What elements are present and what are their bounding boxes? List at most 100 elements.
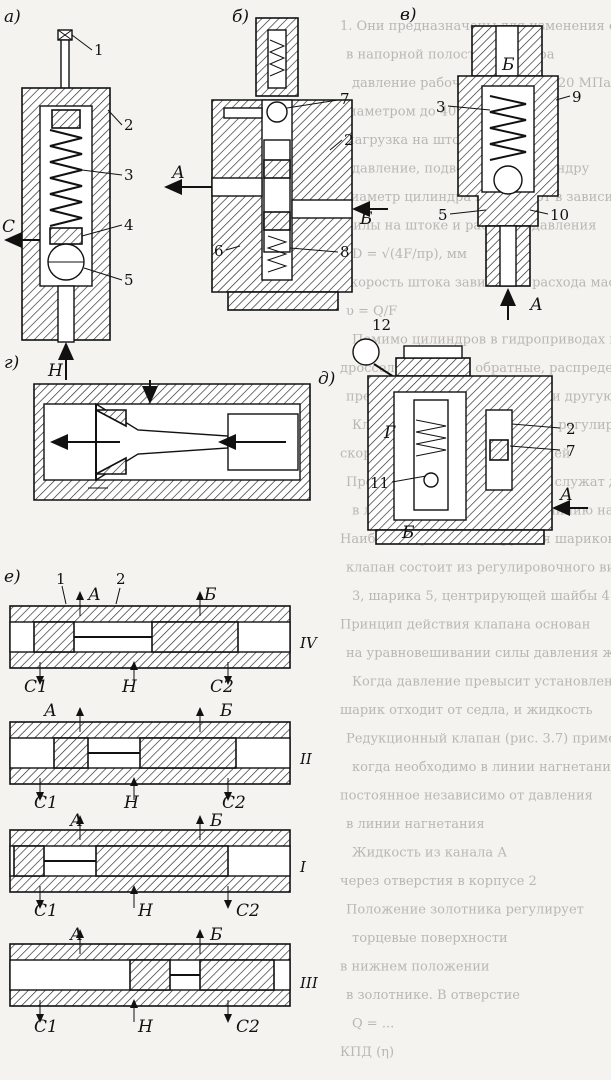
background-text-line: D = √(4F/πp), мм [352, 247, 467, 262]
port-flow-arrows [36, 591, 232, 1023]
callout-a-2: 2 [124, 116, 134, 134]
background-text-line: клапан состоит из регулировочного винта … [346, 561, 611, 576]
callout-v-9: 9 [572, 88, 582, 106]
spool-row-iii: А Б C1 H C2 III [9, 925, 319, 1037]
background-text-line: когда необходимо в линии нагнетания подд… [352, 760, 611, 775]
port-a-label-d: А [559, 485, 573, 505]
callout-a-4: 4 [124, 216, 134, 234]
callout-v-3: 3 [436, 98, 446, 116]
callout-d-11: 11 [370, 474, 389, 492]
row-i-port-c2: C2 [236, 901, 260, 921]
spool-row-iv: А Б C1 H C2 IV [9, 585, 319, 697]
background-text-line: шарик отходит от седла, и жидкость [340, 703, 593, 718]
callout-b-6: 6 [214, 242, 224, 260]
row-ii-port-c1: C1 [34, 793, 58, 813]
spring-icon [266, 235, 288, 273]
row-ii-port-c2: C2 [222, 793, 246, 813]
row-i-position: I [299, 858, 307, 876]
row-iii-port-a: А [69, 925, 83, 945]
figure-a-safety-valve: а) C H 1 2 3 4 5 [2, 7, 134, 381]
port-b-label: Б [359, 209, 373, 229]
port-h-label: H [47, 361, 64, 381]
row-iv-port-c1: C1 [24, 677, 48, 697]
callout-b-2: 2 [344, 131, 354, 149]
background-text-line: Q = ... [352, 1017, 394, 1032]
callout-a-3: 3 [124, 166, 134, 184]
row-ii-port-b: Б [219, 701, 233, 721]
background-text-line: в золотнике. В отверстие [346, 988, 520, 1003]
callout-d-2: 2 [566, 420, 576, 438]
background-text-line: Когда давление превысит установленное [352, 675, 611, 690]
callout-b-7: 7 [340, 90, 350, 108]
callout-d-7: 7 [566, 442, 576, 460]
callout-a-1: 1 [94, 41, 104, 59]
background-text-line: КПД (η) [340, 1045, 394, 1060]
figure-g-throttle: г) [4, 353, 311, 501]
figure-a-caption: а) [4, 7, 21, 27]
port-b-label-v: Б [501, 55, 515, 75]
row-iv-port-h: H [121, 677, 138, 697]
callout-d-12: 12 [372, 316, 391, 334]
row-iii-port-c1: C1 [34, 1017, 58, 1037]
row-ii-position: II [299, 750, 313, 768]
row-iv-position: IV [299, 634, 319, 652]
background-text-line: через отверстия в корпусе 2 [340, 874, 537, 889]
row-iii-port-c2: C2 [236, 1017, 260, 1037]
row-ii-port-h: H [123, 793, 140, 813]
figure-d-directional-valve: д) 12 Г А Б 2 7 11 [318, 316, 588, 545]
callout-b-8: 8 [340, 243, 350, 261]
background-text-line: Редукционный клапан (рис. 3.7) применяют [346, 732, 611, 747]
row-i-port-b: Б [209, 811, 223, 831]
figure-e-spool-positions: е) 1 2 А Б C1 H C2 IV А Б C1 [4, 567, 319, 1037]
port-a-label-v: А [529, 295, 543, 315]
row-iii-position: III [299, 974, 319, 992]
row-ii-port-a: А [43, 701, 57, 721]
background-text-line: постоянное независимо от давления [340, 789, 593, 804]
port-g-label: Г [383, 423, 396, 443]
background-text-line: Жидкость из канала А [352, 846, 507, 861]
background-text-line: в линии нагнетания [346, 817, 485, 832]
figure-v-check-valve: в) Б А 3 9 5 10 [400, 5, 582, 320]
port-b-label-d: Б [401, 523, 415, 543]
background-text-line: в нижнем положении [340, 960, 490, 975]
background-text-line: Принцип действия клапана основан [340, 618, 590, 633]
figure-v-caption: в) [400, 5, 417, 25]
callout-a-5: 5 [124, 271, 134, 289]
row-iv-port-c2: C2 [210, 677, 234, 697]
figure-e-caption: е) [4, 567, 21, 587]
background-text-line: торцевые поверхности [352, 931, 508, 946]
row-iv-port-a: А [87, 585, 101, 605]
spool-row-ii: А Б C1 H C2 II [9, 701, 313, 813]
row-iii-port-b: Б [209, 925, 223, 945]
centering-washer [49, 227, 83, 245]
callout-e-1: 1 [56, 570, 66, 588]
spool-row-i: А Б C1 H C2 I [9, 811, 307, 921]
spring-icon [49, 129, 83, 227]
port-c-label: C [2, 217, 15, 237]
figure-g-caption: г) [4, 353, 19, 373]
row-iv-port-b: Б [203, 585, 217, 605]
row-iii-port-h: H [137, 1017, 154, 1037]
background-text-line: υ = Q/F [346, 304, 397, 319]
spring-icon [489, 95, 527, 161]
row-i-port-a: А [69, 811, 83, 831]
spool [263, 139, 291, 253]
pilot-ball-icon [266, 101, 288, 123]
ball-icon [493, 165, 523, 195]
callout-v-5: 5 [438, 206, 448, 224]
port-a-label: А [171, 163, 185, 183]
figure-b-caption: б) [232, 7, 249, 27]
callout-e-2: 2 [116, 570, 126, 588]
handle-knob-icon[interactable] [352, 338, 380, 366]
background-text-line: на уравновешивании силы давления жидкост… [346, 646, 611, 661]
background-text-line: Помимо цилиндров в гидроприводах применя… [352, 333, 611, 348]
figure-b-reducing-valve: б) А Б 7 2 6 8 [164, 7, 388, 311]
callout-v-10: 10 [550, 206, 569, 224]
row-i-port-c1: C1 [34, 901, 58, 921]
background-text-line: Положение золотника регулирует [346, 903, 584, 918]
figure-d-caption: д) [318, 369, 335, 389]
row-i-port-h: H [137, 901, 154, 921]
background-text-line: 3, шарика 5, центрирующей шайбы 4 [352, 589, 610, 604]
background-text-line: Скорость штока зависит от расхода масла … [340, 276, 611, 291]
